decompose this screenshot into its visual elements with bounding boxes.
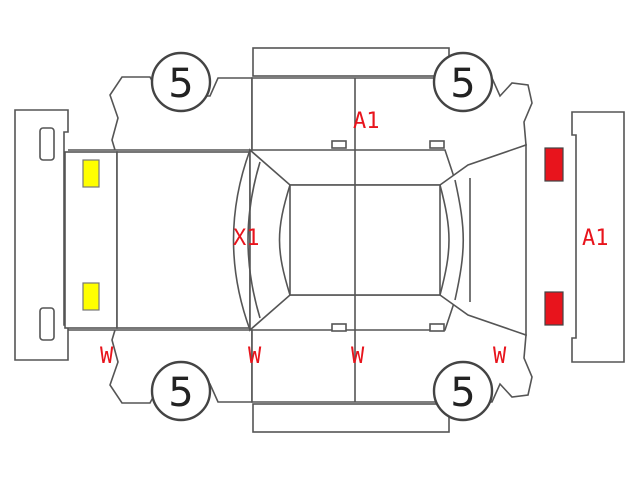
tire-rear-left: 5	[432, 51, 494, 113]
tire-front-right-value: 5	[168, 370, 193, 416]
tire-rear-left-value: 5	[450, 61, 475, 107]
tire-rear-right: 5	[432, 360, 494, 422]
mark-rear-a1: A1	[582, 226, 609, 251]
tire-rear-right-value: 5	[450, 370, 475, 416]
mark-center-x1: X1	[233, 226, 260, 251]
mark-w-front-bottom: W	[100, 344, 114, 369]
front-left-lamp	[82, 159, 100, 188]
mark-w-rear-bottom: W	[493, 344, 507, 369]
tire-front-left-value: 5	[168, 61, 193, 107]
mark-w-rear-door-bottom: W	[351, 344, 365, 369]
rear-bumper	[571, 111, 625, 363]
rear-right-lamp	[544, 291, 564, 326]
tire-front-left: 5	[150, 51, 212, 113]
mark-w-front-door-bottom: W	[248, 344, 262, 369]
front-right-lamp	[82, 282, 100, 311]
mark-roof-a1: A1	[353, 109, 380, 134]
front-bumper	[14, 109, 69, 361]
rear-left-lamp	[544, 147, 564, 182]
car-body-top-view	[64, 143, 527, 337]
tire-front-right: 5	[150, 360, 212, 422]
